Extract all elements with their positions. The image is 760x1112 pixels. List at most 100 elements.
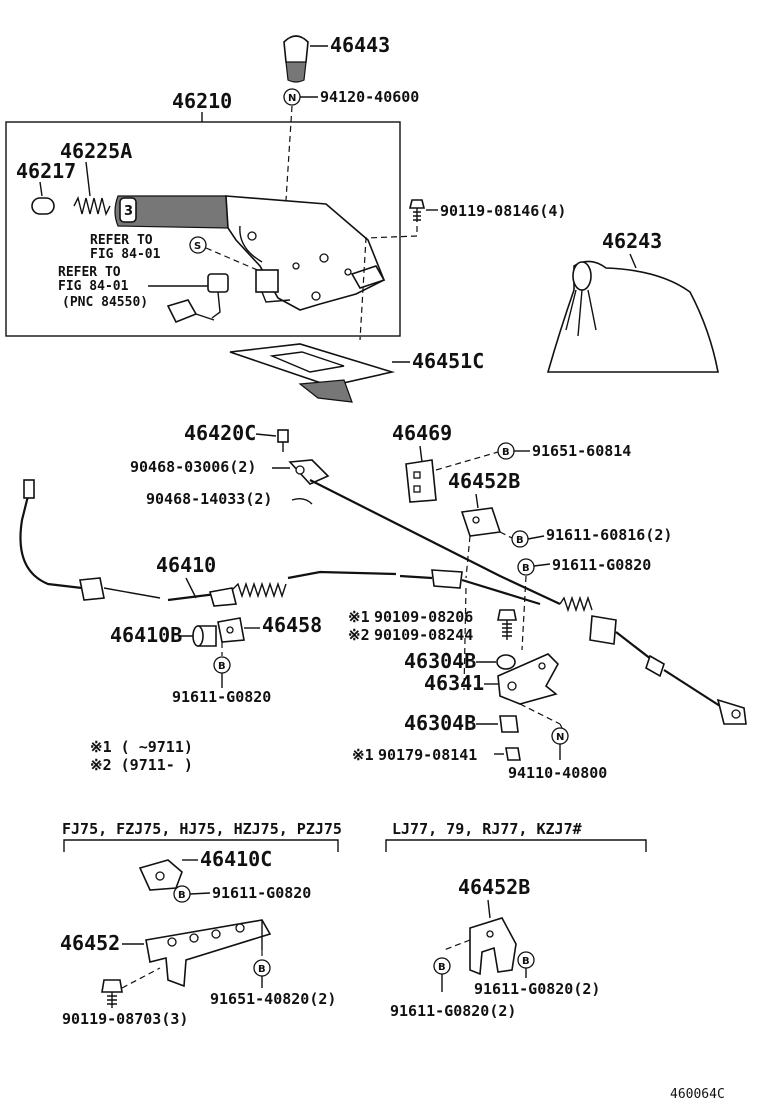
grommet-46410b[interactable] [192, 625, 217, 647]
svg-text:B: B [258, 964, 266, 975]
pin-46420c[interactable] [277, 429, 289, 452]
bracket-46452b-bottom[interactable] [469, 917, 517, 976]
note-1: ※1 ( ~9711) [90, 738, 193, 756]
mark-1-b: ※1 [352, 746, 374, 764]
label-46304b-a: 46304B [404, 649, 476, 673]
group-left-title: FJ75, FZJ75, HJ75, HZJ75, PZJ75 [62, 820, 342, 838]
label-90179-08141: 90179-08141 [378, 746, 477, 764]
label-91651-60814: 91651-60814 [532, 442, 631, 460]
label-46304b-b: 46304B [404, 711, 476, 735]
note-2: ※2 (9711- ) [90, 756, 193, 774]
label-46452: 46452 [60, 931, 120, 955]
marker-b-1: B [497, 442, 515, 460]
refer-label-1b: FIG 84-01 [90, 247, 161, 262]
label-46420c: 46420C [184, 421, 256, 445]
refer-label-2c: (PNC 84550) [62, 295, 148, 310]
marker-b-8: B [517, 951, 535, 969]
label-46225a: 46225A [60, 139, 132, 163]
refer-label-1a: REFER TO [90, 233, 153, 248]
label-46410c: 46410C [200, 847, 272, 871]
lever-46341[interactable] [497, 653, 559, 705]
svg-text:B: B [178, 890, 186, 901]
label-90468-14033: 90468-14033(2) [146, 490, 272, 508]
svg-text:N: N [556, 732, 564, 743]
svg-text:B: B [522, 563, 530, 574]
bolt-90119-08146[interactable] [408, 199, 426, 222]
label-91651-40820: 91651-40820(2) [210, 990, 336, 1008]
bushing-46304b-a[interactable] [496, 654, 516, 670]
cap-46217[interactable] [31, 197, 55, 215]
label-90468-03006: 90468-03006(2) [130, 458, 256, 476]
boot-46243[interactable] [546, 260, 719, 373]
label-46210: 46210 [172, 89, 232, 113]
label-94110-40800: 94110-40800 [508, 764, 607, 782]
label-94120-40600: 94120-40600 [320, 88, 419, 106]
marker-s: S [189, 236, 207, 254]
label-46443: 46443 [330, 33, 390, 57]
label-90119-08703: 90119-08703(3) [62, 1010, 188, 1028]
brake-lever-46210[interactable]: 3 [114, 195, 386, 311]
label-46341: 46341 [424, 671, 484, 695]
mark-2: ※2 [348, 626, 370, 644]
marker-b-3: B [517, 558, 535, 576]
svg-text:B: B [522, 956, 530, 967]
bushing-46304b-b[interactable] [499, 715, 519, 733]
group-right-title: LJ77, 79, RJ77, KZJ7# [392, 820, 582, 838]
cable-equalizer[interactable] [288, 459, 330, 485]
svg-text:N: N [288, 93, 296, 104]
bracket-46469[interactable] [405, 459, 437, 503]
label-91611-60816: 91611-60816(2) [546, 526, 672, 544]
cable-46410[interactable] [167, 569, 463, 607]
cable-left-loop[interactable] [19, 479, 161, 601]
label-46469: 46469 [392, 421, 452, 445]
switch-connector[interactable] [166, 299, 215, 324]
clamp-46410c[interactable] [138, 859, 183, 891]
shift-knob-46443[interactable] [283, 35, 309, 83]
label-90109-08206: 90109-08206 [374, 608, 473, 626]
marker-n-top: N [283, 88, 301, 106]
label-46452b-bottom: 46452B [458, 875, 530, 899]
bolt-90119-08703[interactable] [101, 979, 123, 1008]
label-91611-g0820-a: 91611-G0820 [552, 556, 651, 574]
label-46452b-top: 46452B [448, 469, 520, 493]
svg-text:B: B [218, 661, 226, 672]
refer-label-2a: REFER TO [58, 265, 121, 280]
svg-text:B: B [502, 447, 510, 458]
label-46458: 46458 [262, 613, 322, 637]
brake-switch[interactable] [207, 269, 291, 319]
marker-b-2: B [511, 530, 529, 548]
svg-text:3: 3 [124, 204, 133, 219]
marker-b-6: B [253, 959, 271, 977]
bracket-46452b-top[interactable] [460, 507, 502, 537]
bolt-90109[interactable] [497, 609, 517, 640]
nut-90179-08141[interactable] [505, 747, 521, 761]
marker-b-5: B [173, 885, 191, 903]
label-90119-08146: 90119-08146(4) [440, 202, 566, 220]
marker-n-bottom: N [551, 727, 569, 745]
label-91611-g0820-d: 91611-G0820(2) [474, 980, 600, 998]
clamp-46458[interactable] [217, 617, 245, 643]
marker-b-4: B [213, 656, 231, 674]
label-46410b: 46410B [110, 623, 182, 647]
label-91611-g0820-b: 91611-G0820 [172, 688, 271, 706]
svg-text:S: S [194, 241, 201, 252]
refer-label-2b: FIG 84-01 [58, 279, 129, 294]
svg-text:B: B [438, 962, 446, 973]
label-46410: 46410 [156, 553, 216, 577]
bracket-46452[interactable] [145, 919, 272, 988]
label-46243: 46243 [602, 229, 662, 253]
assembly-box-46210 [5, 121, 401, 337]
cable-right-long[interactable] [309, 479, 747, 725]
svg-text:B: B [516, 535, 524, 546]
label-90109-08244: 90109-08244 [374, 626, 473, 644]
figure-id: 460064C [670, 1087, 725, 1102]
label-91611-g0820-c: 91611-G0820 [212, 884, 311, 902]
mark-1-a: ※1 [348, 608, 370, 626]
label-91611-g0820-e: 91611-G0820(2) [390, 1002, 516, 1020]
spring-46225a[interactable] [73, 195, 111, 217]
plate-46451c[interactable] [229, 343, 396, 403]
marker-b-7: B [433, 957, 451, 975]
label-46451c: 46451C [412, 349, 484, 373]
label-46217: 46217 [16, 159, 76, 183]
